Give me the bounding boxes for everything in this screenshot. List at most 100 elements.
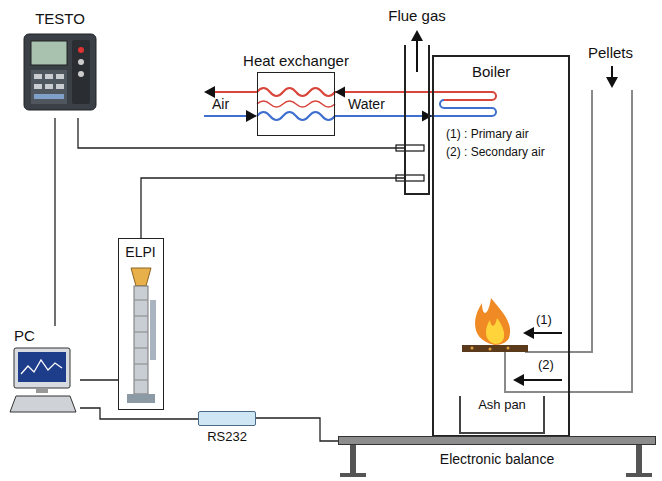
arrow-head: [335, 87, 345, 98]
arrow-head: [246, 110, 257, 122]
flame-core: [486, 318, 504, 344]
keyboard: [10, 396, 76, 412]
heat-exchanger-box: Heat exchanger: [257, 72, 335, 136]
gas-analyzer-illustration: [24, 34, 96, 110]
elpi-box: ELPI: [118, 238, 164, 410]
impactor-stage: [134, 316, 148, 317]
boiler-box: Boiler (1) : Primary air (2) : Secondary a…: [432, 55, 570, 437]
data-cable-line: [80, 379, 118, 380]
arrow-head: [513, 374, 524, 386]
cold-air-pipe: [204, 115, 247, 117]
pellet-feed-pipe: [525, 90, 592, 352]
impactor-inlet: [131, 268, 151, 286]
balance-foot: [340, 473, 366, 477]
secondary-air-arrow: [523, 379, 562, 381]
boiler-hot-coil: [432, 92, 496, 100]
analyzer-key: [34, 84, 42, 89]
boiler-heading: Boiler: [472, 63, 510, 80]
data-cable: [80, 380, 118, 381]
hot-water-pipe: [335, 87, 432, 98]
analyzer-body: [24, 34, 96, 110]
ember: [489, 348, 492, 351]
impactor-stage: [134, 364, 148, 365]
pc-label: PC: [14, 327, 35, 344]
hot-coil: [257, 101, 335, 107]
ash-pan-label: Ash pan: [461, 398, 543, 413]
sampling-line-line: [78, 118, 404, 148]
rs232-device: [198, 411, 256, 426]
data-cable: [55, 118, 56, 326]
sampling-line-line: [141, 178, 404, 238]
heat-exchanger-heading: Heat exchanger: [227, 52, 365, 69]
impactor-stage: [134, 300, 148, 301]
sampling-line: [78, 118, 404, 148]
arrow-head: [422, 111, 432, 122]
analyzer-key: [34, 94, 64, 99]
feed-label: Pellets: [588, 44, 633, 61]
elpi-heading: ELPI: [119, 244, 162, 260]
elpi-illustration: [127, 268, 156, 403]
monitor-screen: [18, 352, 66, 382]
screen-graph: [21, 360, 62, 374]
callout-number: (2): [538, 358, 554, 373]
balance-node: Electronic balance: [338, 436, 656, 480]
arrow-head: [411, 30, 423, 41]
analyzer-button: [78, 59, 84, 65]
hot-water-pipe-line: [335, 91, 432, 93]
analyzer-key: [56, 74, 64, 79]
analyzer-module: [72, 40, 90, 104]
analyzer-button: [78, 47, 84, 53]
impactor-stage: [134, 380, 148, 381]
data-cable: [256, 418, 338, 441]
impactor-side-tube: [150, 300, 156, 360]
analyzer-button: [78, 71, 84, 77]
pc-node: PC: [10, 326, 80, 418]
analyzer-key: [45, 84, 53, 89]
ember: [471, 347, 474, 350]
analyzer-screen: [31, 41, 67, 65]
warm-air-pipe: [214, 91, 257, 93]
pellet-arrow: [611, 66, 613, 78]
rs232-node: RS232: [198, 411, 256, 449]
rs232-label: RS232: [198, 430, 256, 445]
analyzer-key: [56, 84, 64, 89]
primary-air-arrow: [533, 332, 562, 334]
data-cable-line: [256, 418, 338, 441]
hot-coil: [257, 88, 335, 96]
flue-gas-heading: Flue gas: [364, 7, 470, 24]
balance-foot: [626, 473, 652, 477]
impactor-stage: [134, 348, 148, 349]
instrument-name: TESTO: [8, 10, 112, 27]
burner-grate: [462, 345, 528, 352]
monitor: [14, 348, 70, 388]
ember: [507, 347, 510, 350]
impactor-stage: [134, 332, 148, 333]
pc-illustration: [10, 348, 76, 412]
chimney-node: Flue gas: [404, 45, 430, 195]
callout-number: (1): [536, 313, 552, 328]
air-legend-text: (1) : Primary air: [446, 128, 529, 142]
balance-leg: [636, 445, 642, 473]
analyzer-key: [45, 74, 53, 79]
air-legend-text: (2) : Secondary air: [446, 146, 545, 160]
return-water-pipe: [335, 111, 432, 122]
medium-label: Air: [212, 96, 229, 112]
boiler-cold-coil: [432, 100, 496, 116]
impactor-column: [134, 286, 148, 394]
analyzer-key: [34, 74, 42, 79]
data-cable-line: [54, 118, 55, 326]
monitor-stand: [36, 388, 48, 393]
analyzer-keypad: [31, 70, 67, 104]
medium-label: Water: [348, 96, 385, 112]
arrow-head: [606, 77, 618, 88]
balance-leg: [350, 445, 356, 473]
impactor-base: [127, 394, 155, 403]
return-water-pipe-line: [335, 115, 432, 117]
balance-platform: [338, 436, 656, 445]
arrow-head: [523, 327, 534, 339]
flame: [475, 298, 510, 345]
analyzer-node: TESTO: [8, 8, 112, 118]
cold-coil: [257, 112, 335, 120]
balance-label: Electronic balance: [338, 451, 656, 467]
